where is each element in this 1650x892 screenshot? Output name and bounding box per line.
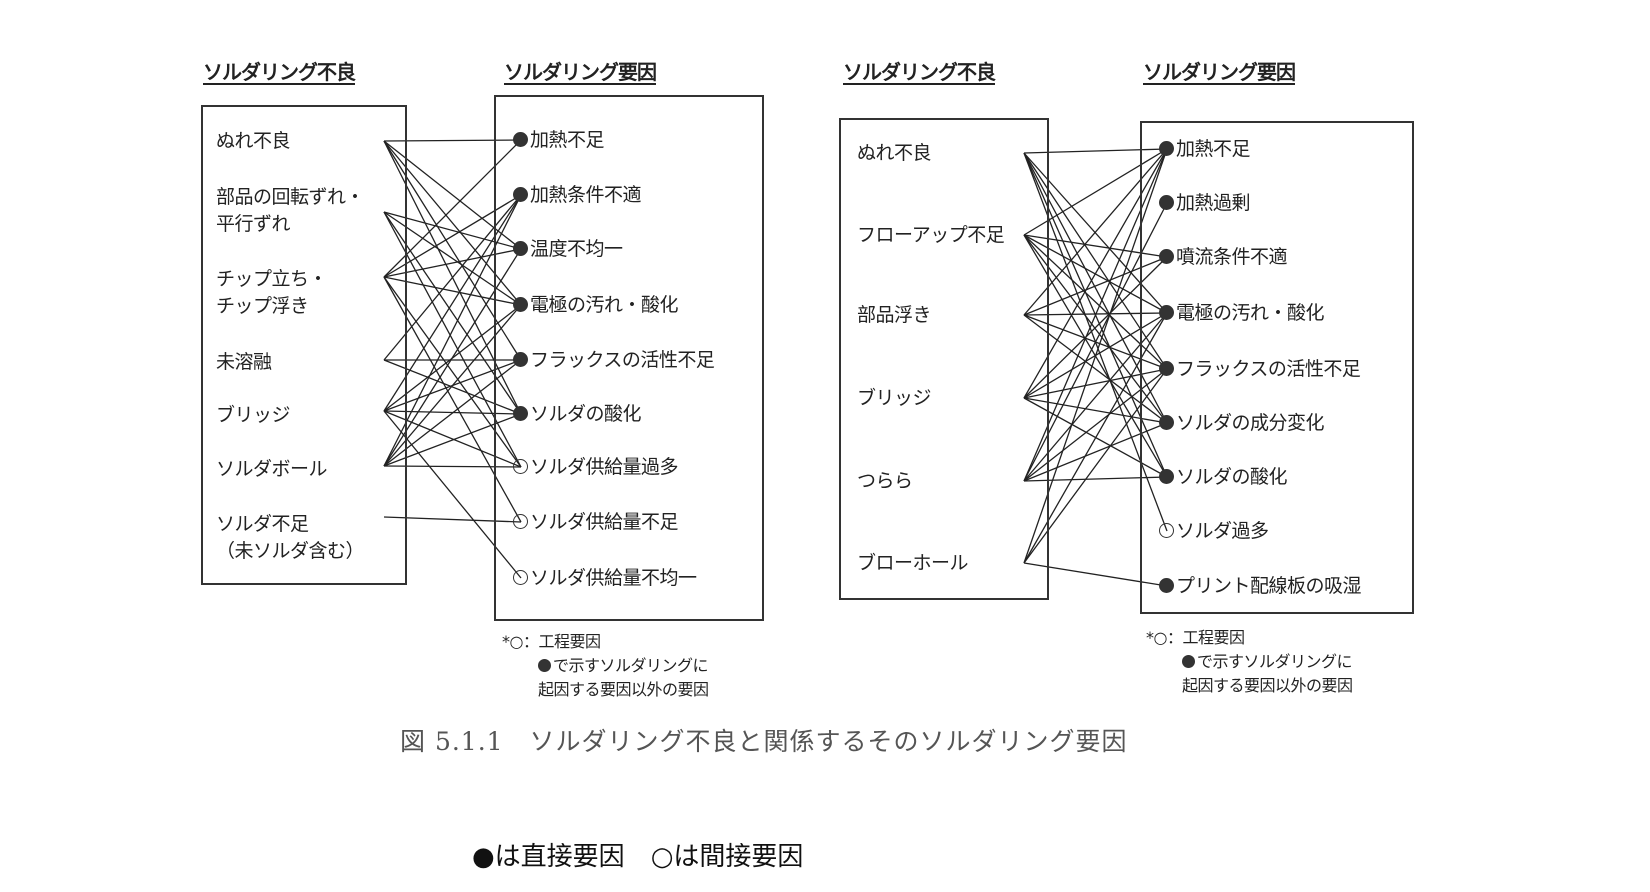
- cause-item: 加熱不足: [1159, 137, 1251, 161]
- filled-dot-icon: [1182, 655, 1195, 668]
- hollow-dot-icon: [513, 514, 528, 529]
- cause-item: 加熱過剰: [1159, 191, 1251, 215]
- cause-label: ソルダ供給量不足: [530, 511, 679, 533]
- left-defects-box: [201, 105, 407, 585]
- filled-dot-icon: [513, 352, 528, 367]
- cause-label: ソルダの成分変化: [1176, 412, 1325, 434]
- note-line: *○：工程要因: [502, 632, 601, 651]
- cause-item: 加熱不足: [513, 128, 605, 152]
- filled-dot-icon: [538, 659, 551, 672]
- left-defects-header: ソルダリング不良: [203, 60, 356, 84]
- cause-item: ソルダの酸化: [513, 402, 642, 426]
- defect-item: 未溶融: [216, 350, 272, 373]
- filled-dot-icon: [513, 297, 528, 312]
- filled-dot-icon: [1159, 305, 1174, 320]
- hollow-dot-icon: [1159, 523, 1174, 538]
- legend-indirect: ○は間接要因: [650, 842, 804, 872]
- cause-label: 加熱条件不適: [530, 184, 642, 206]
- cause-label: 加熱不足: [530, 129, 605, 151]
- cause-label: ソルダ供給量不均一: [530, 567, 697, 589]
- cause-item: ソルダの酸化: [1159, 465, 1288, 489]
- cause-label: 加熱不足: [1176, 138, 1251, 160]
- defect-item: 部品の回転ずれ・ 平行ずれ: [216, 186, 365, 235]
- right-defects-box: [839, 118, 1049, 600]
- cause-label: ソルダ供給量過多: [530, 456, 679, 478]
- cause-item: 加熱条件不適: [513, 183, 642, 207]
- filled-dot-icon: [1159, 361, 1174, 376]
- note-line: で示すソルダリングに: [1197, 652, 1353, 671]
- cause-item: 電極の汚れ・酸化: [513, 293, 679, 317]
- cause-item: ソルダ供給量不均一: [513, 566, 697, 590]
- defect-item: フローアップ不足: [857, 223, 1005, 246]
- cause-label: 電極の汚れ・酸化: [1176, 302, 1325, 324]
- legend: ●は直接要因 ○は間接要因: [472, 836, 803, 873]
- cause-item: フラックスの活性不足: [513, 348, 715, 372]
- cause-label: 噴流条件不適: [1176, 246, 1288, 268]
- legend-direct: ●は直接要因: [472, 842, 625, 872]
- defect-item: つらら: [857, 469, 913, 492]
- filled-dot-icon: [513, 406, 528, 421]
- hollow-dot-icon: [513, 570, 528, 585]
- defect-item: ソルダ不足 （未ソルダ含む）: [216, 513, 365, 562]
- cause-item: フラックスの活性不足: [1159, 357, 1361, 381]
- cause-label: フラックスの活性不足: [530, 349, 715, 371]
- note-line: 起因する要因以外の要因: [1182, 676, 1353, 695]
- filled-dot-icon: [1159, 469, 1174, 484]
- cause-item: ソルダ過多: [1159, 519, 1269, 543]
- filled-dot-icon: [1159, 415, 1174, 430]
- defect-item: 部品浮き: [857, 303, 932, 326]
- note-line: 起因する要因以外の要因: [538, 680, 709, 699]
- defect-item: ブリッジ: [216, 403, 291, 426]
- cause-item: プリント配線板の吸湿: [1159, 574, 1362, 598]
- note-line: *○：工程要因: [1146, 628, 1245, 647]
- defect-item: ぬれ不良: [857, 141, 932, 164]
- cause-item: ソルダの成分変化: [1159, 411, 1325, 435]
- filled-dot-icon: [1159, 195, 1174, 210]
- filled-dot-icon: [1159, 249, 1174, 264]
- defect-item: ソルダボール: [216, 457, 328, 480]
- cause-label: ソルダの酸化: [1176, 466, 1288, 488]
- cause-item: ソルダ供給量不足: [513, 510, 679, 534]
- note-line: で示すソルダリングに: [553, 656, 709, 675]
- right-note: *○：工程要因 で示すソルダリングに 起因する要因以外の要因: [1146, 626, 1353, 698]
- defect-item: ブリッジ: [857, 386, 932, 409]
- cause-item: 電極の汚れ・酸化: [1159, 301, 1325, 325]
- filled-dot-icon: [1159, 578, 1174, 593]
- defect-item: ぬれ不良: [216, 129, 291, 152]
- cause-item: ソルダ供給量過多: [513, 455, 679, 479]
- cause-item: 噴流条件不適: [1159, 245, 1288, 269]
- left-causes-box: [494, 95, 764, 621]
- filled-dot-icon: [513, 187, 528, 202]
- cause-item: 温度不均一: [513, 237, 623, 261]
- cause-label: ソルダの酸化: [530, 403, 642, 425]
- figure-caption: 図 5.1.1 ソルダリング不良と関係するそのソルダリング要因: [400, 727, 1128, 756]
- defect-item: ブローホール: [857, 551, 969, 574]
- cause-label: 電極の汚れ・酸化: [530, 294, 679, 316]
- filled-dot-icon: [1159, 141, 1174, 156]
- right-causes-header: ソルダリング要因: [1143, 60, 1296, 84]
- left-note: *○：工程要因 で示すソルダリングに 起因する要因以外の要因: [502, 630, 709, 702]
- cause-label: 温度不均一: [530, 238, 623, 260]
- hollow-dot-icon: [513, 459, 528, 474]
- right-causes-box: [1140, 121, 1414, 614]
- right-defects-header: ソルダリング不良: [843, 60, 996, 84]
- cause-label: 加熱過剰: [1176, 192, 1251, 214]
- defect-item: チップ立ち・ チップ浮き: [216, 268, 328, 317]
- cause-label: ソルダ過多: [1176, 520, 1269, 542]
- cause-label: プリント配線板の吸湿: [1176, 575, 1362, 597]
- cause-label: フラックスの活性不足: [1176, 358, 1361, 380]
- filled-dot-icon: [513, 132, 528, 147]
- left-causes-header: ソルダリング要因: [504, 60, 657, 84]
- filled-dot-icon: [513, 241, 528, 256]
